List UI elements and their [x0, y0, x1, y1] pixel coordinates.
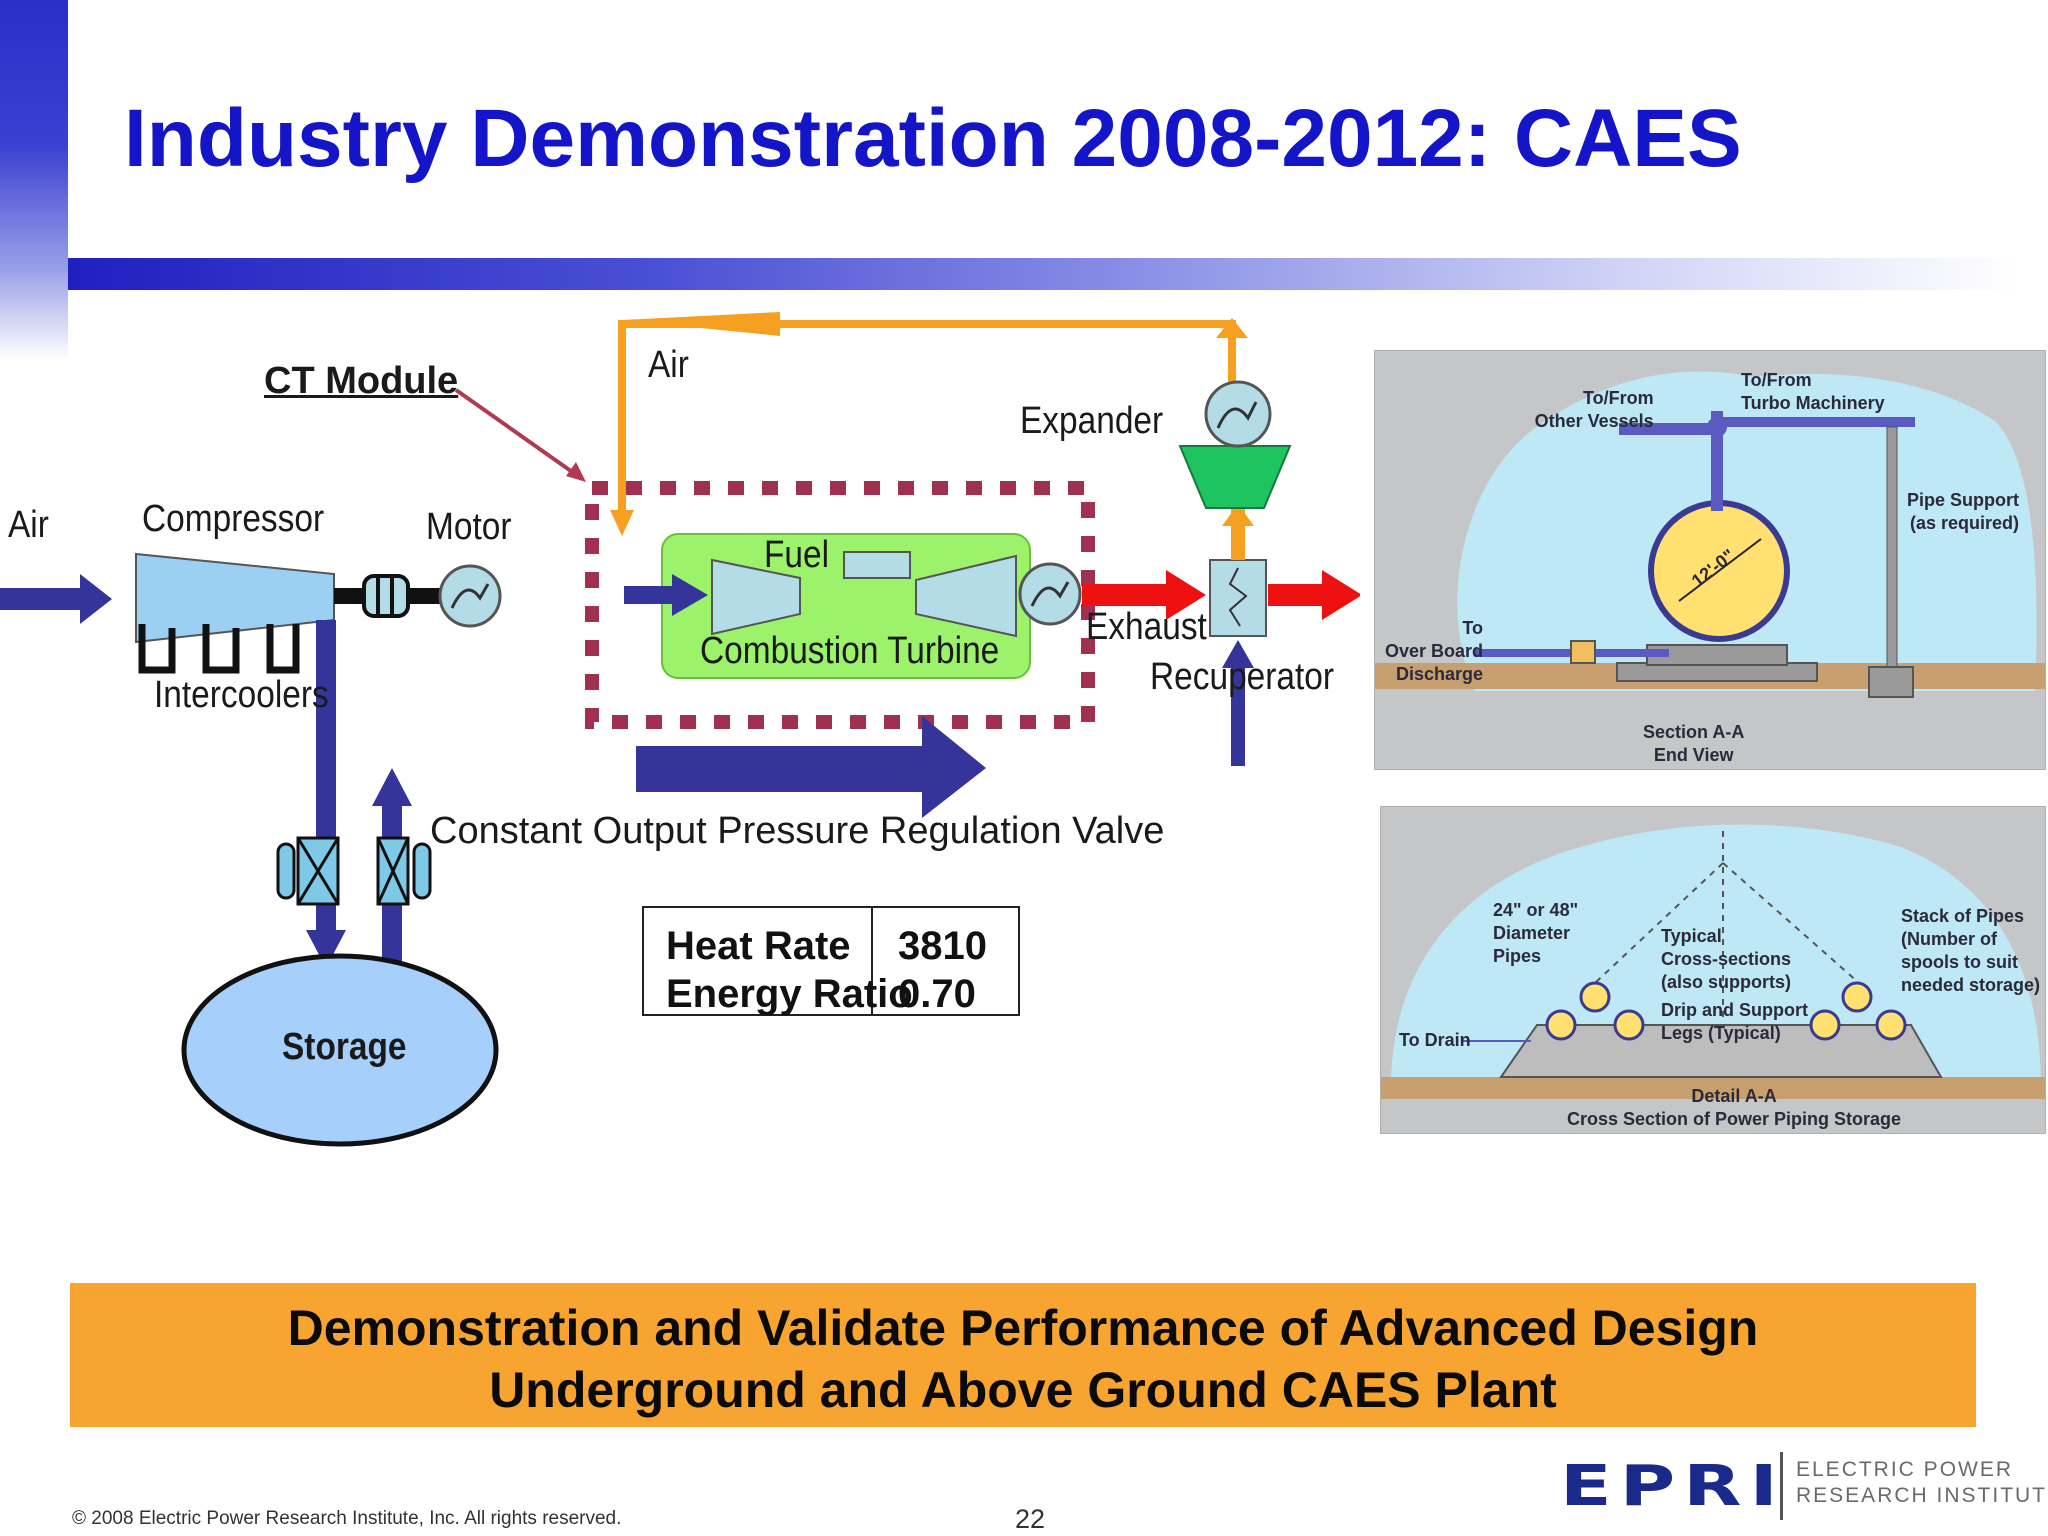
energy-ratio-value: 0.70	[898, 972, 976, 1016]
exhaust-arrow	[1082, 570, 1206, 620]
epri-logo: EPRI ELECTRIC POWER RESEARCH INSTITUTE	[1560, 1452, 2048, 1522]
air-left-label: Air	[8, 504, 49, 546]
intercoolers-label: Intercoolers	[154, 674, 329, 716]
air-inlet-arrow	[0, 574, 112, 624]
heat-rate-value: 3810	[898, 924, 987, 968]
to-from-turbo-machinery: To/From Turbo Machinery	[1741, 370, 1885, 413]
typical-cross-sections-label: Typical Cross-sections (also supports)	[1661, 926, 1792, 992]
storage-label: Storage	[282, 1026, 407, 1068]
slide-title: Industry Demonstration 2008-2012: CAES	[124, 93, 1742, 184]
expander-generator-icon	[1204, 380, 1272, 448]
pipe-support-label: Pipe Support (as required)	[1907, 490, 2019, 533]
storage-charge-line	[306, 620, 346, 968]
heat-rate-label: Heat Rate	[666, 924, 851, 968]
ct-module-pointer	[454, 388, 586, 482]
summary-banner: Demonstration and Validate Performance o…	[70, 1283, 1976, 1427]
banner-line-1: Demonstration and Validate Performance o…	[287, 1300, 1759, 1356]
storage-valves-icon	[276, 836, 432, 906]
air-top-label: Air	[648, 344, 689, 386]
air-return-line	[610, 312, 1248, 536]
exhaust-label: Exhaust	[1086, 606, 1207, 648]
pipes-diameter-label: 24" or 48" Diameter Pipes	[1493, 900, 1579, 966]
valve-caption: Constant Output Pressure Regulation Valv…	[430, 810, 1165, 852]
recuperator-inlet-arrow	[1222, 640, 1254, 766]
page-number: 22	[1015, 1504, 1046, 1534]
metrics-table: Heat Rate 3810 Energy Ratio 0.70	[642, 906, 1020, 1016]
ct-inlet-arrow	[624, 574, 708, 616]
expander-label: Expander	[1020, 400, 1164, 442]
storage-cavern	[181, 953, 499, 1147]
intercoolers-icon	[138, 624, 300, 674]
ct-module-label: CT Module	[264, 360, 459, 402]
section-aa-illustration	[1375, 351, 2045, 769]
detail-aa-caption: Detail A-A Cross Section of Power Piping…	[1567, 1086, 1902, 1129]
logo-divider	[1780, 1452, 1783, 1520]
detail-aa-drawing: 24" or 48" Diameter Pipes Typical Cross-…	[1380, 806, 2046, 1134]
section-aa-caption: Section A-A End View	[1643, 722, 1745, 765]
combustion-turbine-label: Combustion Turbine	[700, 630, 1000, 672]
logo-text-line-1: ELECTRIC POWER	[1796, 1458, 2014, 1481]
banner-line-2: Underground and Above Ground CAES Plant	[489, 1362, 1557, 1418]
section-aa-drawing: To/From Other Vessels To/From Turbo Mach…	[1374, 350, 2046, 770]
compressor-label: Compressor	[142, 498, 325, 540]
detail-aa-illustration	[1381, 807, 2045, 1133]
motor-label: Motor	[426, 506, 512, 548]
fuel-label: Fuel	[764, 534, 830, 576]
to-from-other-vessels: To/From Other Vessels	[1534, 388, 1654, 431]
left-accent-bar	[0, 0, 68, 360]
stack-of-pipes-label: Stack of Pipes (Number of spools to suit…	[1901, 906, 2041, 995]
energy-ratio-label: Energy Ratio	[666, 972, 913, 1016]
copyright-notice: © 2008 Electric Power Research Institute…	[72, 1508, 622, 1529]
to-drain-label: To Drain	[1399, 1030, 1471, 1050]
epri-logo-mark: EPRI	[1560, 1454, 1786, 1519]
ct-generator-icon	[1018, 562, 1082, 626]
motor-icon	[438, 564, 502, 628]
drip-support-label: Drip and Support Legs (Typical)	[1661, 1000, 1808, 1043]
title-rule	[68, 258, 2018, 290]
expander-icon	[1178, 445, 1292, 509]
pressure-flow-arrow	[636, 716, 986, 818]
table-divider	[871, 908, 873, 1014]
recuperator-label: Recuperator	[1150, 656, 1335, 698]
exhaust-out-arrow	[1268, 570, 1360, 620]
caes-diagram	[0, 312, 1360, 1147]
logo-text-line-2: RESEARCH INSTITUTE	[1796, 1484, 2048, 1507]
overboard-discharge-label: To Over Board Discharge	[1384, 618, 1483, 684]
